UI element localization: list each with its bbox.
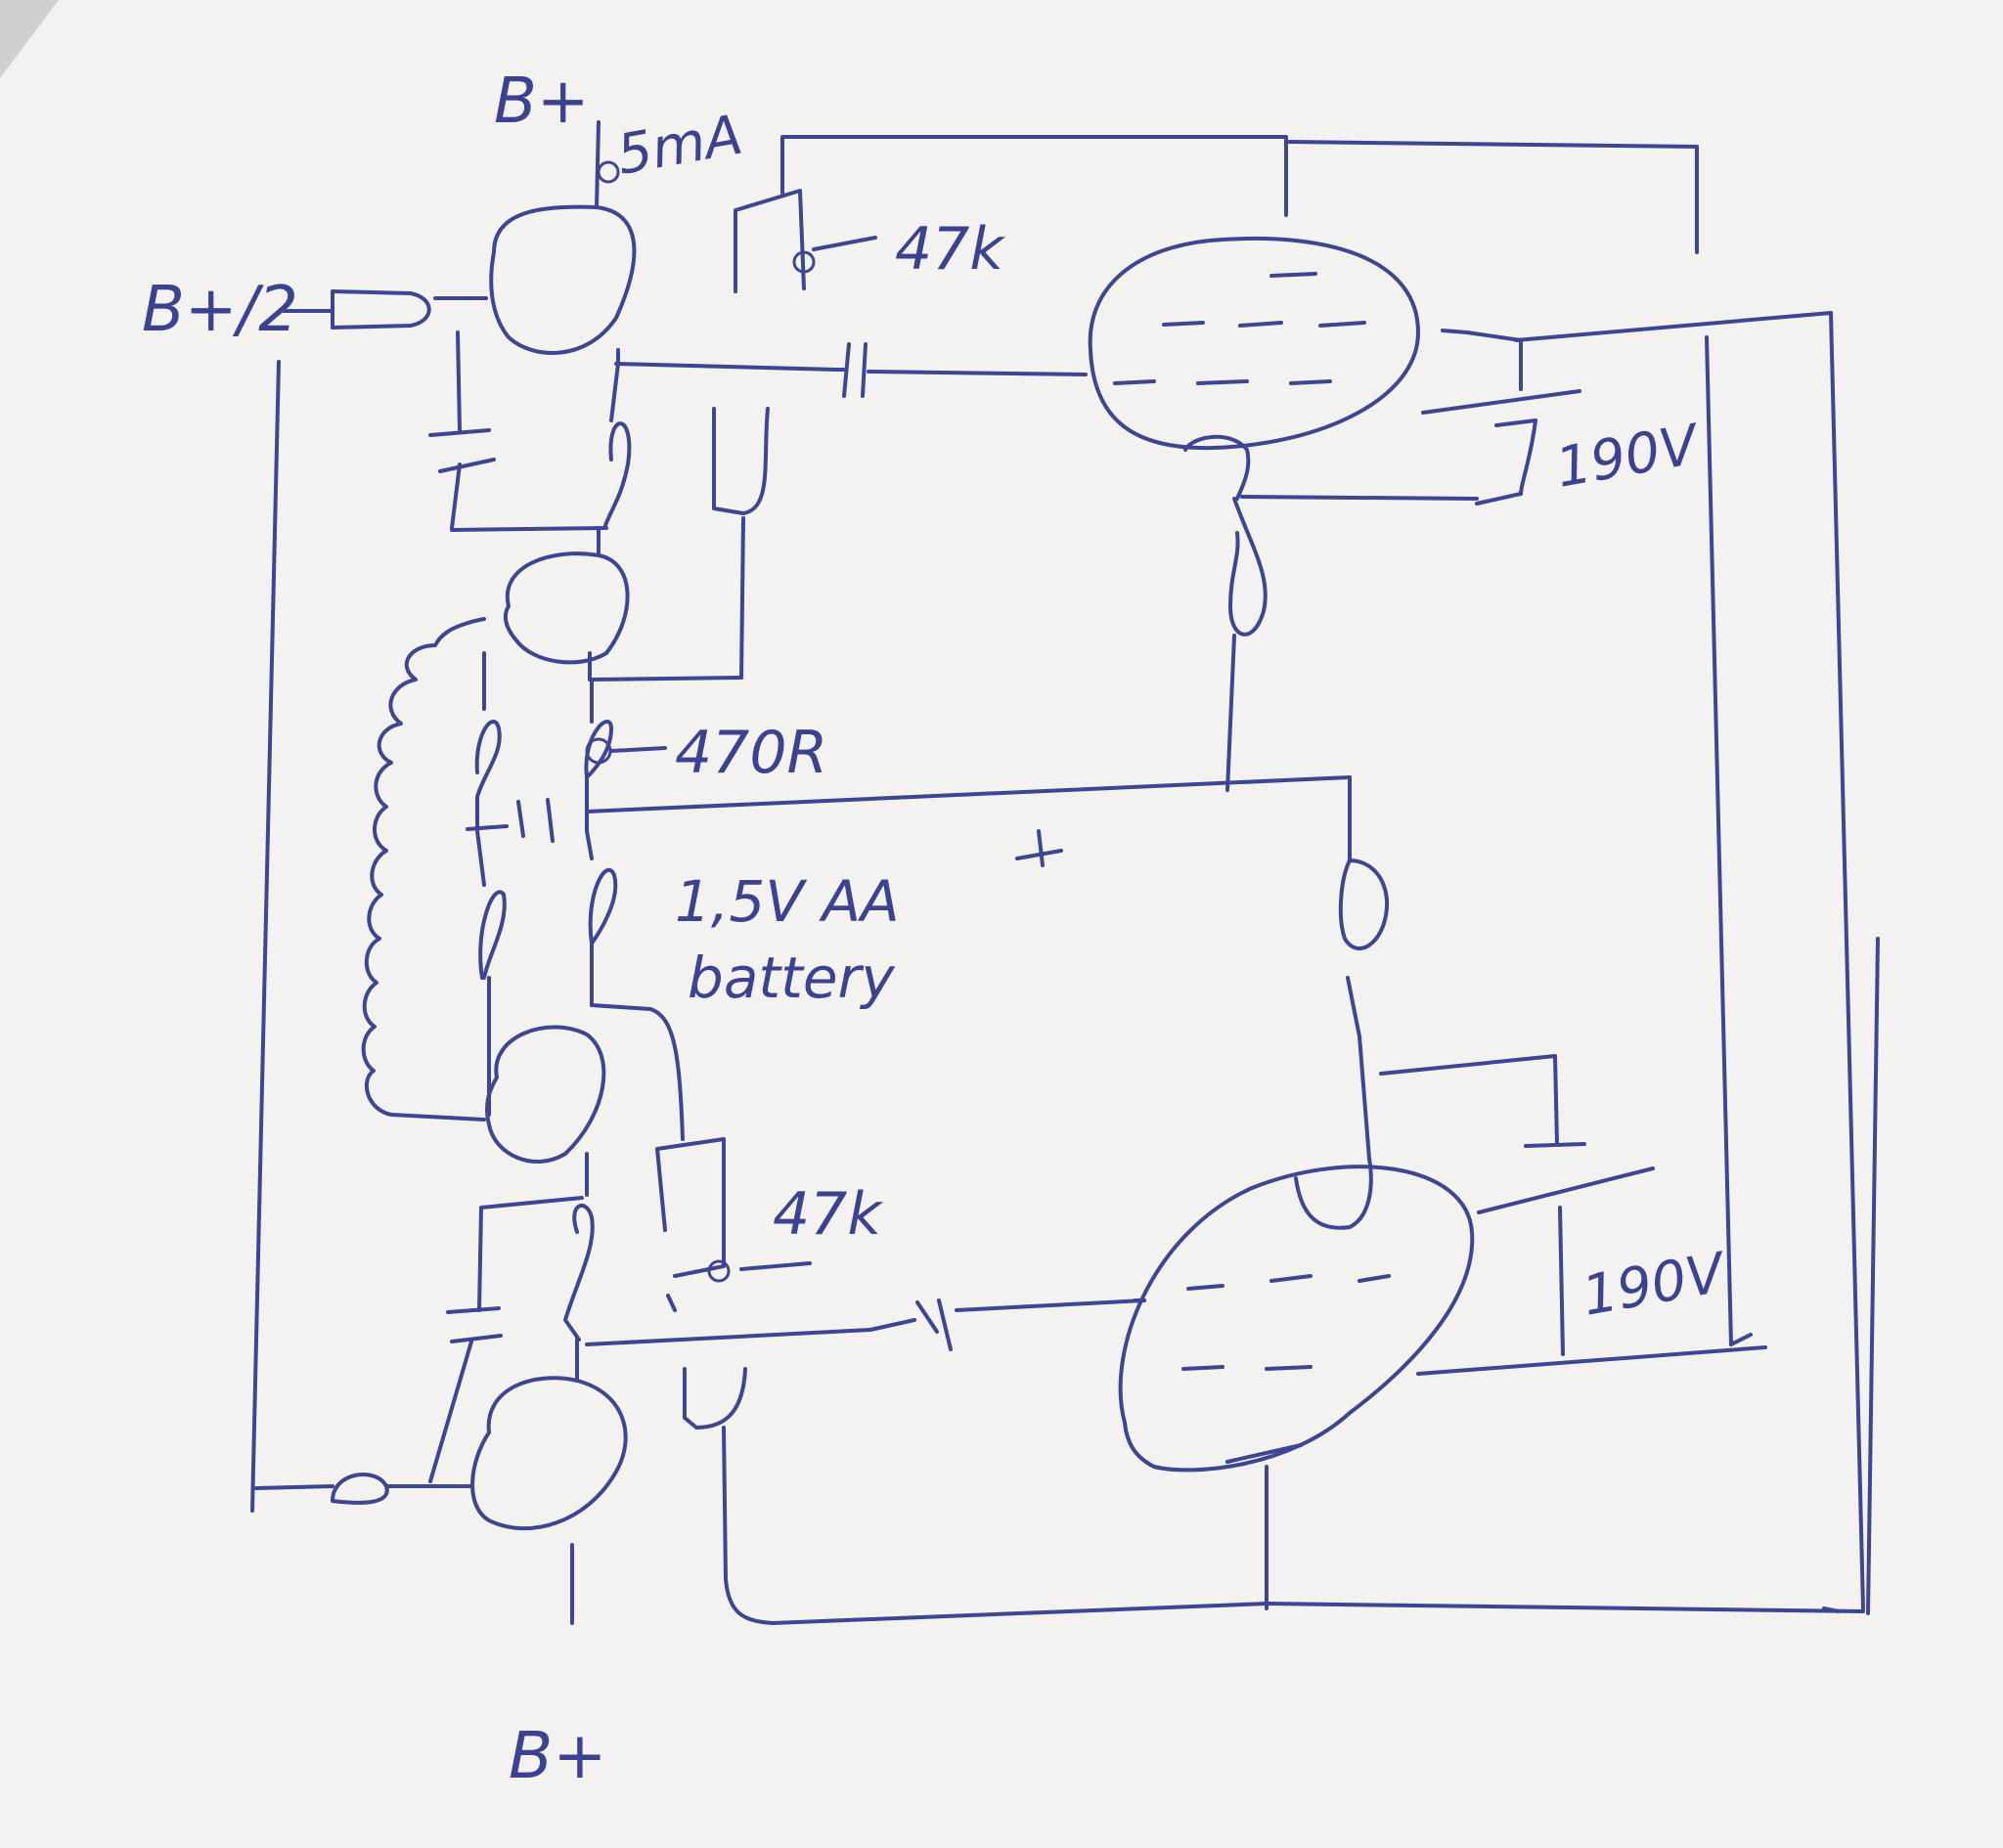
rail-left — [250, 360, 281, 1513]
wire-lower-bus — [585, 1328, 872, 1346]
resistor-right-top — [1228, 497, 1268, 637]
label-bplus-bottom: B+ — [509, 1718, 607, 1793]
bottom-tube-right — [1379, 1054, 1767, 1376]
input-jack-bottom — [254, 1473, 432, 1505]
inductor-coil — [361, 617, 486, 1122]
resistor-47k-bottom — [655, 1137, 812, 1312]
label-bplus-half: B+/2 — [142, 274, 298, 346]
paper-shadow — [0, 0, 59, 78]
resistor-lower-left — [563, 1204, 595, 1342]
wire-fork-bottom — [722, 1426, 1865, 1625]
top-left-capacitor — [428, 330, 608, 532]
rail-right-inner — [1705, 335, 1733, 1346]
coupling-cap-top — [834, 342, 1088, 398]
rail-right-short — [1866, 937, 1880, 1615]
input-jack-top — [282, 289, 431, 330]
top-left-diode — [433, 120, 637, 355]
ground-mark — [1822, 1606, 1841, 1613]
lower-left-diode — [485, 1025, 606, 1197]
fork-bottom — [683, 1367, 747, 1430]
mid-left-column — [466, 651, 555, 1117]
second-diode — [503, 516, 745, 682]
mid-right-column — [584, 678, 685, 1141]
label-r-mid: 470R — [675, 719, 827, 787]
label-bplus-top: B+ — [494, 66, 590, 138]
label-r-top: 47k — [895, 215, 1005, 284]
middle-bus — [585, 775, 1352, 867]
resistor-top-left — [602, 421, 632, 530]
label-r-bottom: 47k — [773, 1180, 883, 1249]
resistor-47k-top — [734, 135, 1699, 293]
resistor-right-bottom — [1338, 858, 1390, 1161]
wire-right-down — [1225, 634, 1236, 792]
tube-bottom — [1118, 1157, 1475, 1473]
top-tube-right — [1240, 311, 1865, 1610]
tube-top — [1088, 236, 1420, 501]
label-battery-2: battery — [688, 945, 895, 1011]
bottom-left-diode — [428, 1338, 628, 1625]
label-battery-1: 1,5V AA — [675, 868, 900, 935]
fork-top — [712, 407, 770, 515]
coupling-cap-bottom — [868, 1298, 1146, 1351]
capacitor-lower-left — [428, 1196, 584, 1483]
